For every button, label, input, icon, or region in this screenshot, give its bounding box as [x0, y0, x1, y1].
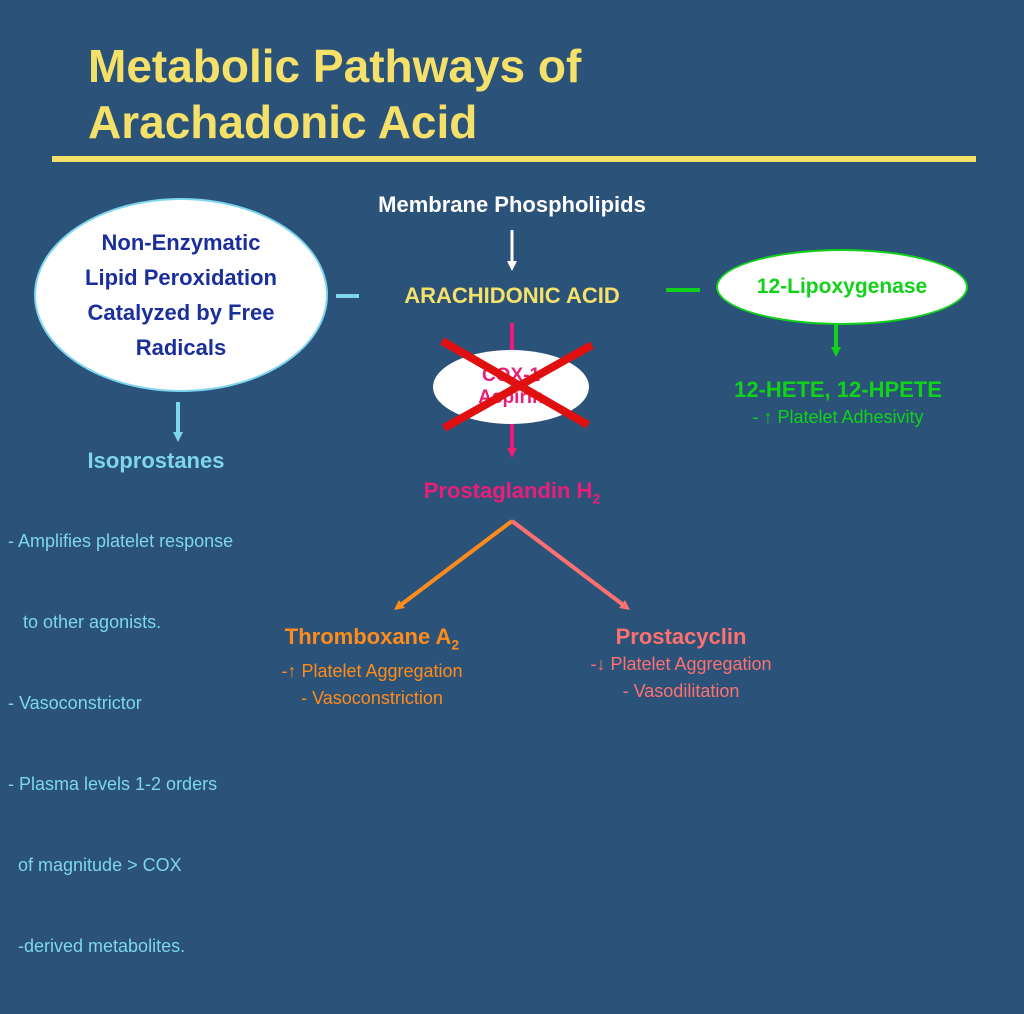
- membrane-phospholipids-label: Membrane Phospholipids: [378, 192, 646, 217]
- down-arrow-icon: ↓: [596, 654, 606, 674]
- isoprostanes-item: - Plasma levels 1-2 orders: [8, 774, 218, 794]
- thromboxane-effect-1: -↑ Platelet Aggregation: [281, 661, 463, 682]
- non-enzymatic-oval: Non-Enzymatic Lipid Peroxidation Catalyz…: [34, 198, 328, 392]
- isoprostanes-list: - Amplifies platelet response to other a…: [8, 474, 328, 1014]
- isoprostanes-block: Isoprostanes - Amplifies platelet respon…: [8, 447, 328, 1014]
- oval-line-3: Catalyzed by Free: [87, 300, 275, 325]
- inhibition-cross: [440, 337, 594, 432]
- title-underline: [52, 156, 976, 162]
- isoprostanes-heading: Isoprostanes: [87, 448, 225, 473]
- prostaglandin-h2-label: Prostaglandin H2: [423, 478, 601, 507]
- prostacyclin-effect-2: - Vasodilitation: [622, 681, 740, 701]
- up-arrow-icon: ↑: [287, 661, 297, 682]
- thromboxane-effect-2: - Vasoconstriction: [301, 688, 443, 709]
- isoprostanes-item: to other agonists.: [8, 612, 162, 632]
- oval-line-4: Radicals: [135, 335, 227, 360]
- oval-line-2: Lipid Peroxidation: [85, 265, 277, 290]
- oval-line-1: Non-Enzymatic: [101, 230, 261, 255]
- hete-block: 12-HETE, 12-HPETE - ↑ Platelet Adhesivit…: [688, 375, 988, 429]
- up-arrow-icon: ↑: [763, 407, 773, 427]
- isoprostanes-item: of magnitude > COX: [8, 855, 182, 875]
- arrow-to-thromboxane: [394, 519, 514, 611]
- isoprostanes-item: - Vasoconstrictor: [8, 693, 142, 713]
- cross-stroke-1: [440, 337, 590, 429]
- prostacyclin-heading: Prostacyclin: [615, 624, 747, 649]
- title-line-2: Arachadonic Acid: [88, 96, 478, 148]
- slide-title: Metabolic Pathways of Arachadonic Acid: [88, 38, 788, 150]
- lipoxygenase-oval: 12-Lipoxygenase: [716, 249, 968, 325]
- arachidonic-acid-label: ARACHIDONIC ACID: [404, 283, 620, 308]
- thromboxane-heading: Thromboxane A2: [284, 624, 460, 653]
- prostacyclin-block: Prostacyclin -↓ Platelet Aggregation - V…: [531, 623, 831, 705]
- isoprostanes-item: -derived metabolites.: [8, 936, 186, 956]
- lipoxygenase-label: 12-Lipoxygenase: [756, 275, 928, 298]
- cross-stroke-2: [442, 341, 594, 432]
- diagram-connectors: [173, 230, 841, 611]
- prostacyclin-effect-1: -↓ Platelet Aggregation: [590, 654, 772, 674]
- arrow-to-prostacyclin: [510, 519, 630, 611]
- hete-effect: - ↑ Platelet Adhesivity: [752, 407, 924, 427]
- isoprostanes-item: - Amplifies platelet response: [8, 531, 234, 551]
- thromboxane-block: Thromboxane A2 -↑ Platelet Aggregation -…: [222, 623, 522, 712]
- hete-heading: 12-HETE, 12-HPETE: [734, 377, 942, 402]
- title-line-1: Metabolic Pathways of: [88, 40, 582, 92]
